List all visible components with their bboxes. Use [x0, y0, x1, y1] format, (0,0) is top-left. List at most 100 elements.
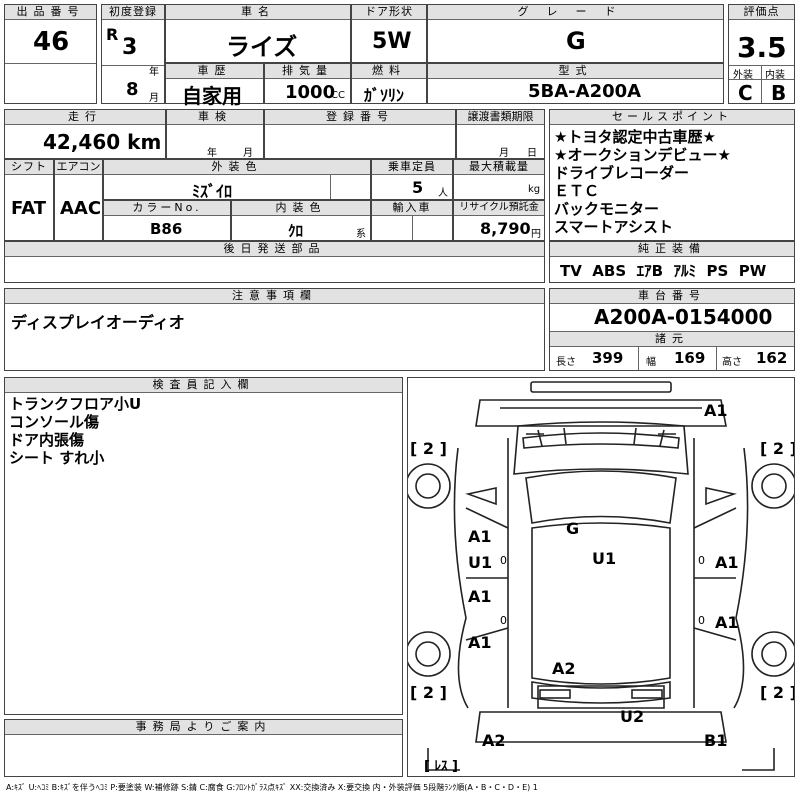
ac-label: エアコン — [55, 160, 102, 175]
inspector-line: ドア内張傷 — [9, 431, 85, 449]
score-label: 評価点 — [729, 5, 794, 20]
door-box: ドア形状 5W — [351, 4, 427, 63]
lot-box: 出品番号 46 — [4, 4, 97, 104]
recycle-label: リサイクル預託金 — [454, 201, 544, 216]
shift-value: FAT — [11, 198, 47, 219]
inspection-box: 車検 年 月 — [166, 109, 264, 159]
mileage-label: 走行 — [5, 110, 165, 125]
ac-box: エアコン AAC — [54, 159, 103, 241]
year-unit: 年 — [149, 67, 159, 78]
interior-value: B — [771, 81, 787, 105]
sales-points-box: セールスポイント ★トヨタ認定中古車歴★ ★オークションデビュー★ ドライブレコ… — [549, 109, 795, 241]
height-value: 162 — [756, 349, 788, 367]
grade-box: グレード G — [427, 4, 724, 63]
color-no-box: カラーNo. B86 — [103, 200, 231, 241]
color-label: 外装色 — [104, 160, 370, 175]
model-value: 5BA-A200A — [528, 81, 642, 102]
notes-box: 注意事項欄 ディスプレイオーディオ — [4, 288, 545, 371]
tire-mark: [ 2 ] — [760, 683, 794, 702]
transfer-box: 譲渡書類期限 月 日 — [456, 109, 545, 159]
import-label: 輸入車 — [372, 201, 452, 216]
car-diagram: A1 A1 U1 A1 G U1 A1 A1 A1 A2 U2 A2 B1 [ … — [408, 381, 794, 774]
damage-mark: A1 — [715, 613, 739, 632]
later-parts-label: 後日発送部品 — [5, 242, 544, 257]
notes-label: 注意事項欄 — [5, 289, 544, 304]
capacity-value: 5 — [412, 178, 424, 197]
first-reg-label: 初度登録 — [102, 5, 164, 20]
equipment-box: 純正装備 TV ABS ｴｱB ｱﾙﾐ PS PW — [549, 241, 795, 283]
fuel-value: ｶﾞｿﾘﾝ — [364, 86, 405, 105]
door-label: ドア形状 — [352, 5, 426, 20]
load-label: 最大積載量 — [454, 160, 544, 175]
recycle-value: 8,790 — [480, 219, 531, 238]
interior-label: 内装 — [765, 70, 785, 81]
car-name-label: 車名 — [166, 5, 350, 20]
import-box: 輸入車 — [371, 200, 453, 241]
length-label: 長さ — [556, 357, 576, 368]
height-label: 高さ — [722, 357, 742, 368]
transfer-month: 月 — [499, 148, 509, 159]
damage-mark: U1 — [468, 553, 492, 572]
inspector-line: トランクフロア小U — [9, 395, 142, 413]
zero-mark: 0 — [698, 614, 705, 627]
tire-mark: [ 2 ] — [410, 439, 447, 458]
door-value: 5W — [372, 29, 412, 54]
sales-point-item: スマートアシスト — [554, 218, 673, 236]
sales-point-item: ドライブレコーダー — [554, 164, 690, 182]
history-value: 自家用 — [182, 84, 242, 108]
inspector-box: 検査員記入欄 トランクフロア小U コンソール傷 ドア内張傷 シート すれ小 — [4, 377, 403, 715]
tire-mark: [ 2 ] — [410, 683, 447, 702]
fuel-label: 燃料 — [352, 64, 426, 79]
era: R — [106, 25, 119, 44]
interior-color-unit: 系 — [356, 229, 366, 240]
sales-point-item: バックモニター — [554, 200, 660, 218]
mileage-box: 走行 42,460 km — [4, 109, 166, 159]
zero-mark: 0 — [500, 554, 507, 567]
fuel-box: 燃料 ｶﾞｿﾘﾝ — [351, 63, 427, 105]
damage-mark: A2 — [552, 659, 576, 678]
exterior-label: 外装 — [733, 70, 753, 81]
tire-mark: [ 2 ] — [760, 439, 794, 458]
length-value: 399 — [592, 349, 624, 367]
equipment-item: ｴｱB — [636, 262, 664, 280]
width-label: 幅 — [646, 357, 656, 368]
interior-color-box: 内装色 ｸﾛ 系 — [231, 200, 371, 241]
displacement-unit: CC — [331, 90, 345, 101]
equipment-item: PS — [706, 262, 729, 280]
damage-mark: B1 — [704, 731, 727, 750]
damage-mark: A1 — [704, 401, 728, 420]
model-label: 型式 — [428, 64, 723, 79]
score-value: 3.5 — [737, 31, 787, 64]
displacement-box: 排気量 1000 CC — [264, 63, 351, 104]
color-value: ﾐｽﾞｲﾛ — [192, 182, 233, 201]
damage-mark: A1 — [468, 633, 492, 652]
inspector-line: シート すれ小 — [9, 449, 105, 467]
lot-label: 出品番号 — [5, 5, 96, 20]
width-value: 169 — [674, 349, 706, 367]
interior-color-value: ｸﾛ — [288, 222, 304, 240]
color-no-value: B86 — [150, 220, 183, 238]
capacity-unit: 人 — [438, 188, 448, 199]
damage-mark: U1 — [592, 549, 616, 568]
displacement-value: 1000 — [285, 82, 336, 103]
transfer-day: 日 — [527, 148, 537, 159]
interior-color-label: 内装色 — [232, 201, 370, 216]
zero-mark: 0 — [698, 554, 705, 567]
capacity-label: 乗車定員 — [372, 160, 452, 175]
chassis-number: A200A-0154000 — [594, 305, 773, 329]
legend: A:ｷｽﾞ U:ﾍｺﾐ B:ｷｽﾞを伴うﾍｺﾐ P:要塗装 W:補修跡 S:錆 … — [6, 783, 538, 792]
lot-number: 46 — [33, 27, 70, 57]
ac-value: AAC — [60, 198, 102, 219]
damage-mark: U2 — [620, 707, 644, 726]
load-unit: kg — [528, 184, 541, 195]
dims-label: 諸元 — [550, 331, 794, 347]
plate-label: 登録番号 — [265, 110, 455, 125]
sales-point-item: ＥＴＣ — [554, 182, 600, 200]
reg-year: 3 — [122, 35, 138, 60]
color-box: 外装色 ﾐｽﾞｲﾛ — [103, 159, 371, 201]
exterior-value: C — [738, 81, 753, 105]
history-label: 車歴 — [166, 64, 263, 79]
notes-text: ディスプレイオーディオ — [11, 313, 185, 332]
shift-box: シフト FAT — [4, 159, 54, 241]
inspection-month-unit: 月 — [243, 148, 253, 159]
